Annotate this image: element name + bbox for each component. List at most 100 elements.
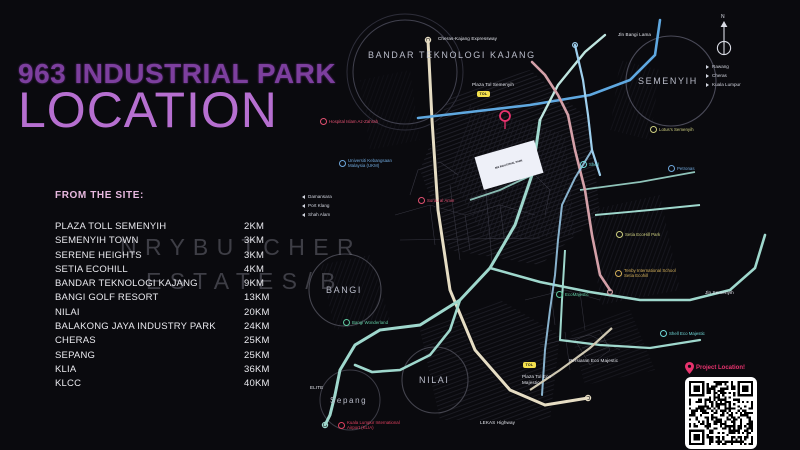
distance-value: 3KM (244, 249, 265, 261)
poi-marker-icon (339, 159, 346, 167)
poi-setia-ecohill-park[interactable]: Setia EcoHill Park (616, 231, 660, 238)
poi-label: Shell (589, 162, 599, 167)
distance-place: NILAI (55, 306, 80, 318)
poi-shell[interactable]: Shell (580, 161, 599, 168)
map-vector (300, 0, 800, 450)
road-label-jln-semenyih: Jln Semenyih (705, 290, 734, 295)
poi-shell-eco-majestic[interactable]: Shell Eco Majestic (660, 330, 705, 337)
district-label-sepang: Sepang (330, 396, 368, 405)
distances-heading: FROM THE SITE: (55, 190, 144, 201)
poi-marker-icon (660, 330, 667, 337)
district-label-nilai: NILAI (419, 375, 450, 385)
distance-value: 40KM (244, 378, 270, 390)
poi-marker-icon (418, 197, 425, 204)
triangle-right-icon (706, 82, 709, 87)
triangle-right-icon (706, 64, 709, 69)
tol-badge-semenyih: TOL (477, 91, 490, 97)
distance-value: 20KM (244, 306, 270, 318)
triangle-left-icon (302, 212, 305, 217)
legend-item-rawang: Rawang (706, 62, 741, 71)
poi-marker-icon (615, 269, 622, 277)
road-label-persiaran-eco-majestic: Persiaran Eco Majestic (569, 358, 619, 363)
poi-hospital-islam-az-zahrah[interactable]: Hospital Islam Az-Zahrah (320, 118, 378, 125)
distance-value: 2KM (244, 221, 265, 232)
distance-value: 25KM (244, 349, 270, 361)
map-canvas[interactable]: BANDAR TEKNOLOGI KAJANG SEMENYIH BANGI N… (300, 0, 800, 450)
distance-place: SEMENYIH TOWN (55, 235, 139, 247)
poi-marker-icon (320, 118, 327, 125)
compass-rose: N (705, 14, 751, 60)
triangle-right-icon (706, 73, 709, 78)
distance-row: SERENE HEIGHTS 3KM (55, 249, 290, 263)
distance-row: KLCC 40KM (55, 377, 290, 391)
legend-item-damansara: Damansara (302, 192, 332, 201)
qr-code-svg (689, 381, 753, 445)
distance-place: SEPANG (55, 349, 96, 361)
distance-value: 9KM (244, 278, 265, 290)
legend-label: Port Klang (308, 203, 330, 208)
distance-place: BANGI GOLF RESORT (55, 292, 159, 304)
poi-bangi-wonderland[interactable]: Bangi Wonderland (343, 319, 388, 326)
district-label-semenyih: SEMENYIH (638, 76, 698, 86)
road-label-lekas-highway: LEKAS Highway (480, 420, 516, 425)
road-label-plaza-tol-semenyih: Plaza Tol Semenyih (472, 82, 515, 87)
poi-label: Hospital Islam Az-Zahrah (329, 119, 379, 124)
poi-label: Petronas (677, 166, 695, 171)
distance-row: NILAI 20KM (55, 306, 290, 320)
legend-item-cheras: Cheras (706, 71, 741, 80)
distance-place: SERENE HEIGHTS (55, 249, 142, 261)
qr-caption: Project Location! (685, 362, 757, 374)
poi-klia[interactable]: Kuala Lumpur International Airport (KLIA… (338, 420, 400, 430)
poi-marker-icon (650, 126, 657, 133)
road-label-cheras-kajang-expressway: Cheras-Kajang Expressway (438, 36, 498, 41)
district-label-bangi: BANGI (326, 285, 363, 295)
distance-place: BALAKONG JAYA INDUSTRY PARK (55, 321, 216, 333)
poi-lotuss-semenyih[interactable]: Lotus's Semenyih (650, 126, 694, 133)
distance-value: 3KM (244, 235, 265, 247)
poi-ecomajestic[interactable]: EcoMajestic (556, 291, 589, 298)
poi-marker-icon (338, 421, 345, 429)
qr-block[interactable]: Project Location! (685, 362, 757, 449)
legend-item-shah-alam: Shah Alam (302, 210, 332, 219)
distance-place: PLAZA TOLL SEMENYIH (55, 221, 167, 232)
legend-label: Cheras (712, 73, 727, 78)
legend-label: Shah Alam (308, 212, 331, 217)
legend-item-kuala-lumpur: Kuala Lumpur (706, 80, 741, 89)
tol-badge-eco-majestic: TOL (523, 362, 536, 368)
district-label-bandar-teknologi-kajang: BANDAR TEKNOLOGI KAJANG (368, 50, 534, 61)
project-site-marker[interactable] (498, 110, 512, 135)
distance-value: 13KM (244, 292, 270, 304)
poi-petronas[interactable]: Petronas (668, 165, 695, 172)
distance-value: 25KM (244, 335, 270, 347)
poi-label: Setia EcoHill Park (625, 232, 661, 237)
legend-label: Rawang (712, 64, 729, 69)
distance-row: BANGI GOLF RESORT 13KM (55, 291, 290, 305)
info-panel: 963 INDUSTRIAL PARK LOCATION FROM THE SI… (0, 0, 336, 450)
poi-ukm[interactable]: Universiti Kebangsaan Malaysia (UKM) (339, 158, 409, 169)
poi-label: Kuala Lumpur International Airport (KLIA… (347, 420, 400, 431)
distance-value: 36KM (244, 363, 270, 375)
poi-tenby-international-school[interactable]: Tenby International School Setia Ecohill (615, 268, 681, 279)
distance-row: SEMENYIH TOWN 3KM (55, 234, 290, 248)
road-label-plaza-tol-eco-majestic: Plaza Tol Eco Majestic (522, 374, 552, 385)
distance-place: SETIA ECOHILL (55, 263, 128, 275)
distance-row: SEPANG 25KM (55, 349, 290, 363)
poi-label: Tenby International School Setia Ecohill (624, 268, 676, 279)
poi-surau-al-amin[interactable]: Surau al Amin (418, 197, 454, 204)
distance-place: KLCC (55, 378, 82, 390)
legend-item-port-klang: Port Klang (302, 201, 332, 210)
road-label-elite: ELITE (310, 385, 324, 390)
compass-north-label: N (721, 14, 725, 20)
qr-code-image[interactable] (685, 377, 757, 449)
page-title-secondary: LOCATION (18, 82, 278, 138)
poi-marker-icon (556, 291, 563, 298)
map-pin-icon (499, 110, 511, 129)
legend-label: Kuala Lumpur (712, 82, 741, 87)
